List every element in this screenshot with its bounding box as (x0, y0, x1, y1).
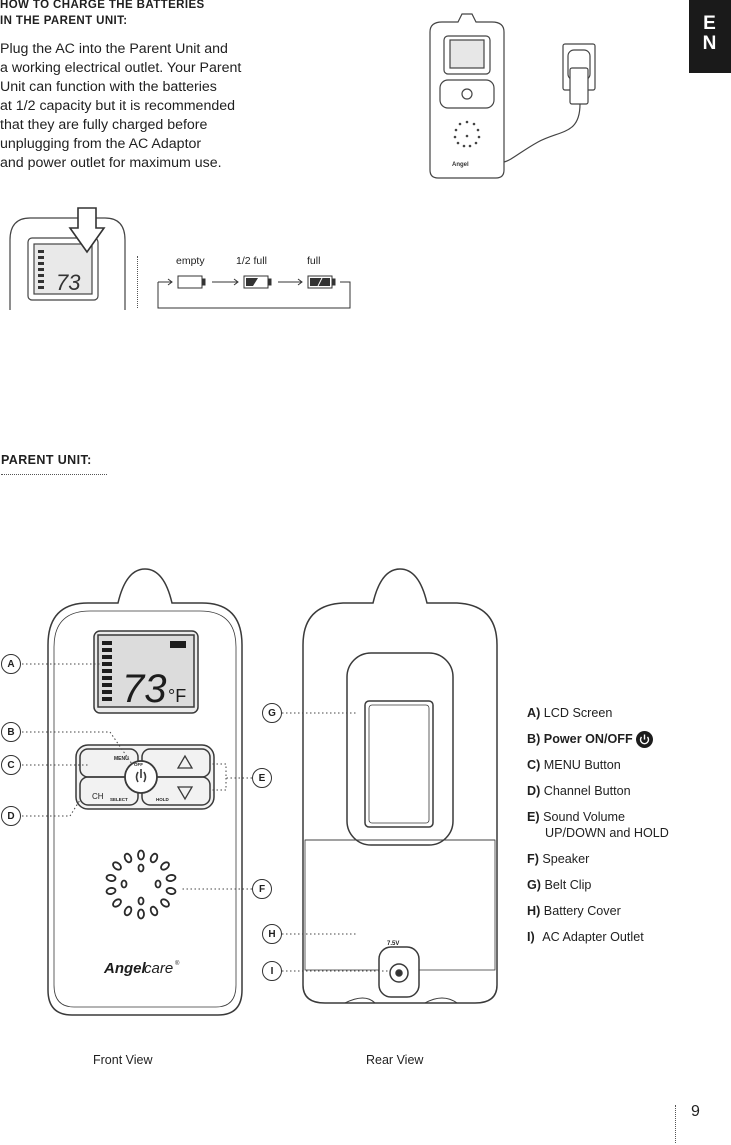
legend-item-a: A) LCD Screen (527, 700, 727, 726)
charge-line: at 1/2 capacity but it is recommended (0, 98, 236, 114)
callout-a: A (1, 654, 21, 674)
legend-letter: B) (527, 732, 541, 746)
legend-letter: E) (527, 810, 540, 824)
lcd-unit: °F (168, 686, 186, 706)
callout-g: G (262, 703, 282, 723)
legend-letter: I) (527, 930, 535, 944)
legend-text: Belt Clip (544, 878, 592, 892)
language-tab: E N (689, 0, 731, 73)
page-number-divider (675, 1105, 676, 1143)
rear-view-device: 7.5V (302, 568, 498, 1004)
callout-d: D (1, 806, 21, 826)
charge-title-line-2: IN THE PARENT UNIT: (0, 15, 128, 27)
legend-item-i: I) AC Adapter Outlet (527, 924, 727, 950)
brand-light: care (144, 960, 173, 977)
legend-text: Power ON/OFF (543, 732, 633, 746)
callout-h: H (262, 924, 282, 944)
charge-title-line-1: HOW TO CHARGE THE BATTERIES (0, 0, 205, 11)
legend-letter: G) (527, 878, 541, 892)
hold-label: HOLD (156, 797, 169, 802)
charge-line: unplugging from the AC Adaptor (0, 136, 202, 152)
legend-text: Battery Cover (543, 904, 621, 918)
legend-letter: F) (527, 852, 539, 866)
legend-item-g: G) Belt Clip (527, 872, 727, 898)
channel-label: CH (92, 792, 104, 801)
callout-e: E (252, 768, 272, 788)
battery-label-half: 1/2 full (236, 255, 267, 267)
language-tab-line-1: E (703, 13, 717, 34)
legend-text-2: UP/DOWN and HOLD (545, 826, 669, 840)
legend-item-h: H) Battery Cover (527, 898, 727, 924)
charge-line: a working electrical outlet. Your Parent (0, 60, 242, 76)
lcd-temperature: 73 (122, 667, 167, 711)
charging-illustration: Angel (429, 13, 596, 179)
charge-line: Unit can function with the batteries (0, 79, 217, 95)
brand-bold: Angel (103, 960, 147, 977)
legend-text: MENU Button (543, 758, 621, 772)
front-view-device: 73 °F MENU OFF CH SELECT HOLD Angel care… (47, 568, 243, 1016)
callout-f: F (252, 879, 272, 899)
battery-label-full: full (307, 255, 321, 267)
legend-item-c: C) MENU Button (527, 752, 727, 778)
legend-text: AC Adapter Outlet (542, 930, 644, 944)
legend-item-e: E) Sound Volume UP/DOWN and HOLD (527, 804, 727, 846)
charge-line: Plug the AC into the Parent Unit and (0, 41, 228, 57)
front-view-caption: Front View (93, 1053, 153, 1067)
brand-mark: ® (175, 960, 180, 967)
menu-label: MENU (114, 756, 129, 762)
dotted-divider (137, 256, 138, 308)
page-number: 9 (691, 1103, 700, 1120)
battery-cycle-diagram (157, 275, 351, 309)
title-underline (1, 474, 107, 475)
legend-letter: A) (527, 706, 541, 720)
callout-b: B (1, 722, 21, 742)
callout-i: I (262, 961, 282, 981)
legend-letter: C) (527, 758, 541, 772)
parent-unit-title: PARENT UNIT: (1, 453, 92, 467)
legend-item-f: F) Speaker (527, 846, 727, 872)
battery-closeup-illustration: 73 (9, 207, 126, 310)
mini-brand: Angel (452, 162, 469, 168)
language-tab-line-2: N (702, 33, 718, 54)
callout-c: C (1, 755, 21, 775)
closeup-lcd-temperature: 73 (56, 270, 81, 295)
legend-item-b: B) Power ON/OFF (527, 726, 727, 752)
parts-legend: A) LCD Screen B) Power ON/OFF C) MENU Bu… (527, 700, 727, 950)
battery-label-empty: empty (176, 255, 205, 267)
off-label: OFF (134, 762, 143, 767)
legend-text: Sound Volume (543, 810, 626, 824)
leader-lines (22, 663, 388, 972)
voltage-label: 7.5V (387, 941, 399, 947)
charge-instructions: Plug the AC into the Parent Unit and a w… (0, 40, 300, 173)
legend-letter: H) (527, 904, 541, 918)
rear-view-caption: Rear View (366, 1053, 424, 1067)
legend-item-d: D) Channel Button (527, 778, 727, 804)
charge-section-title: HOW TO CHARGE THE BATTERIES IN THE PAREN… (0, 0, 205, 29)
charge-line: and power outlet for maximum use. (0, 155, 222, 171)
legend-letter: D) (527, 784, 541, 798)
legend-text: Speaker (542, 852, 590, 866)
legend-text: LCD Screen (543, 706, 613, 720)
charge-line: that they are fully charged before (0, 117, 208, 133)
select-label: SELECT (110, 797, 128, 802)
power-icon (636, 731, 654, 749)
legend-text: Channel Button (543, 784, 631, 798)
